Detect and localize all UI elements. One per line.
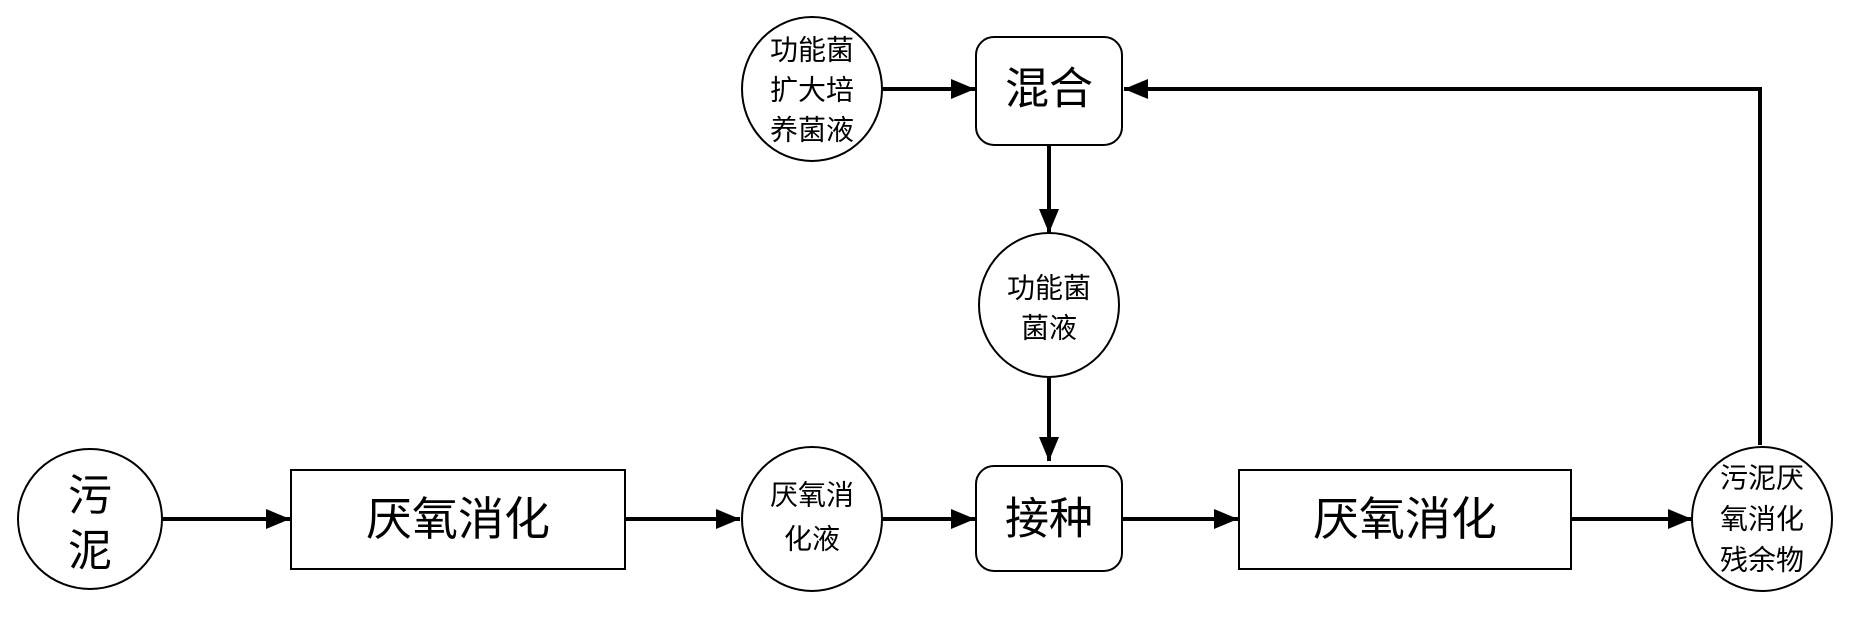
sludge-label-line-2: 泥 (68, 526, 112, 577)
expanded-culture-label-line-3: 养菌液 (770, 114, 854, 147)
node-expanded-culture: 功能菌 扩大培 养菌液 (741, 16, 883, 162)
expanded-culture-label-line-1: 功能菌 (770, 34, 854, 67)
functional-bacteria-liquid-circle (978, 232, 1120, 378)
connectors (163, 79, 1762, 529)
node-sludge: 污 泥 (17, 448, 163, 590)
expanded-culture-label-line-2: 扩大培 (770, 74, 854, 107)
node-digestate-liquid: 厌氧消 化液 (741, 446, 883, 592)
inoculation-label: 接种 (1005, 494, 1093, 545)
node-anaerobic-digestion-2: 厌氧消化 (1238, 469, 1572, 570)
inoculation-box (975, 465, 1123, 572)
mixing-label: 混合 (1005, 64, 1093, 115)
functional-bacteria-liquid-label-line-2: 菌液 (1021, 312, 1077, 345)
anaerobic-digestion-2-box (1238, 469, 1572, 570)
arrow-residue-feedback-to-mixing (1124, 79, 1762, 445)
node-functional-bacteria-liquid: 功能菌 菌液 (978, 232, 1120, 378)
anaerobic-digestion-1-label: 厌氧消化 (366, 492, 550, 546)
node-inoculation: 接种 (975, 465, 1123, 572)
node-digestion-residue: 污泥厌 氧消化 残余物 (1691, 446, 1833, 592)
digestion-residue-label-line-3: 残余物 (1720, 544, 1804, 577)
anaerobic-digestion-1-box (290, 469, 626, 570)
sludge-label-line-1: 污 (68, 471, 112, 522)
node-mixing: 混合 (975, 36, 1123, 146)
digestate-liquid-circle (741, 446, 883, 592)
digestate-liquid-label-line-1: 厌氧消 (770, 479, 854, 512)
digestion-residue-label-line-1: 污泥厌 (1720, 462, 1804, 495)
sludge-circle (17, 448, 163, 590)
expanded-culture-circle (741, 16, 883, 162)
digestate-liquid-label-line-2: 化液 (784, 523, 840, 556)
anaerobic-digestion-2-label: 厌氧消化 (1313, 492, 1497, 546)
digestion-residue-label-line-2: 氧消化 (1720, 503, 1804, 536)
mixing-box (975, 36, 1123, 146)
digestion-residue-circle (1691, 446, 1833, 592)
functional-bacteria-liquid-label-line-1: 功能菌 (1007, 272, 1091, 305)
node-anaerobic-digestion-1: 厌氧消化 (290, 469, 626, 570)
